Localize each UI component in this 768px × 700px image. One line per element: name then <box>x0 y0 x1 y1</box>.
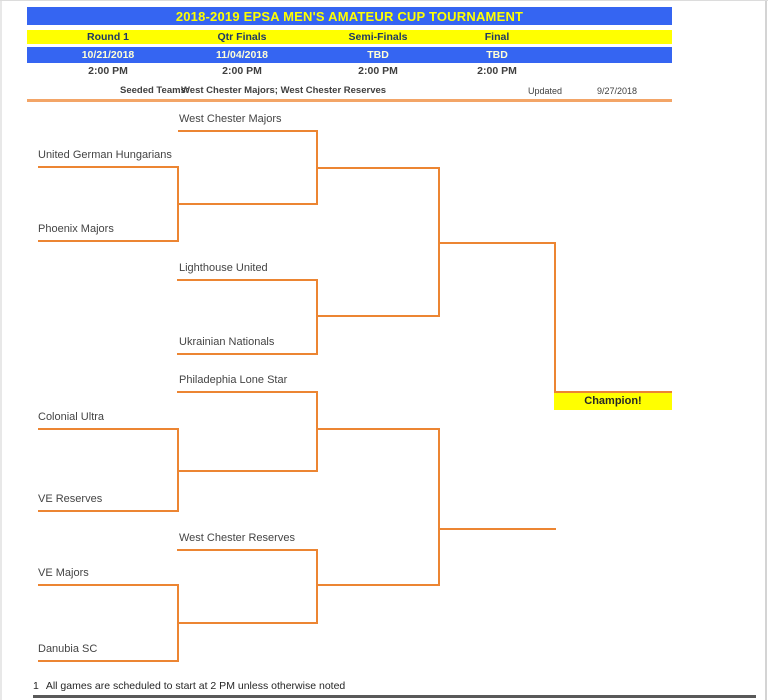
team-ukrainian-nationals: Ukrainian Nationals <box>179 336 275 348</box>
champion-line <box>554 391 672 393</box>
team-ve-reserves: VE Reserves <box>38 493 103 505</box>
champion-badge: Champion! <box>554 393 672 410</box>
team-west-chester-majors: West Chester Majors <box>179 113 282 125</box>
round-label-round1: Round 1 <box>87 31 129 43</box>
footnote-text: All games are scheduled to start at 2 PM… <box>45 680 346 692</box>
bracket-connector <box>316 391 318 472</box>
bracket-line <box>177 470 316 472</box>
top-edge <box>0 0 768 1</box>
title-bar: 2018-2019 EPSA MEN'S AMATEUR CUP TOURNAM… <box>27 7 672 25</box>
date-final: TBD <box>486 49 508 61</box>
bracket-connector <box>177 166 179 242</box>
left-edge <box>0 0 2 700</box>
right-edge <box>765 0 767 700</box>
footnote-number: 1 <box>33 680 39 692</box>
bracket-line <box>38 510 177 512</box>
bracket-line <box>38 584 177 586</box>
round-label-qtrfinals: Qtr Finals <box>217 31 267 43</box>
team-west-chester-reserves: West Chester Reserves <box>179 532 295 544</box>
bracket-line <box>177 391 316 393</box>
date-semifinals: TBD <box>367 49 389 61</box>
updated-date: 9/27/2018 <box>597 86 638 96</box>
bottom-rule <box>33 695 756 698</box>
updated-label: Updated <box>528 86 563 96</box>
team-philadephia-lone-star: Philadephia Lone Star <box>179 374 288 386</box>
date-qtrfinals: 11/04/2018 <box>216 49 268 61</box>
footnote: 1 All games are scheduled to start at 2 P… <box>33 680 345 692</box>
bracket-line <box>316 584 440 586</box>
bracket-line <box>177 549 316 551</box>
bracket-line <box>316 428 440 430</box>
bracket-line <box>316 315 440 317</box>
date-round1: 10/21/2018 <box>81 49 135 61</box>
bracket-line <box>177 353 316 355</box>
team-ve-majors: VE Majors <box>38 567 89 579</box>
bracket-line <box>38 660 177 662</box>
round-header-bar <box>27 30 672 44</box>
time-qtrfinals: 2:00 PM <box>222 65 262 77</box>
page-title: 2018-2019 EPSA MEN'S AMATEUR CUP TOURNAM… <box>175 9 524 24</box>
team-united-german-hungarians: United German Hungarians <box>38 149 172 161</box>
bracket-connector <box>438 428 440 586</box>
team-phoenix-majors: Phoenix Majors <box>38 223 114 235</box>
bracket-connector <box>177 584 179 662</box>
date-header-bar <box>27 47 672 63</box>
seeded-teams-value: West Chester Majors; West Chester Reserv… <box>181 85 387 96</box>
round-label-final: Final <box>484 31 510 43</box>
bracket-line <box>38 240 177 242</box>
team-colonial-ultra: Colonial Ultra <box>38 411 105 423</box>
team-danubia-sc: Danubia SC <box>38 643 98 655</box>
time-final: 2:00 PM <box>477 65 517 77</box>
bracket-line <box>438 242 556 244</box>
bracket-line <box>177 203 316 205</box>
time-semifinals: 2:00 PM <box>358 65 398 77</box>
bracket-connector <box>316 130 318 205</box>
bracket-line <box>177 622 316 624</box>
bracket-line <box>438 528 556 530</box>
seeded-row-underline <box>27 99 672 102</box>
time-round1: 2:00 PM <box>88 65 128 77</box>
seeded-teams-label: Seeded Teams: <box>120 85 189 96</box>
round-label-semifinals: Semi-Finals <box>348 31 408 43</box>
bracket-connector <box>438 167 440 317</box>
bracket-line <box>38 166 177 168</box>
bracket-connector <box>177 428 179 512</box>
bracket-line <box>178 130 316 132</box>
bracket-connector <box>316 549 318 624</box>
bracket-line <box>177 279 316 281</box>
team-lighthouse-united: Lighthouse United <box>179 262 268 274</box>
bracket-line <box>38 428 177 430</box>
bracket-line <box>316 167 440 169</box>
bracket-connector <box>316 279 318 355</box>
bracket-connector <box>554 242 556 393</box>
